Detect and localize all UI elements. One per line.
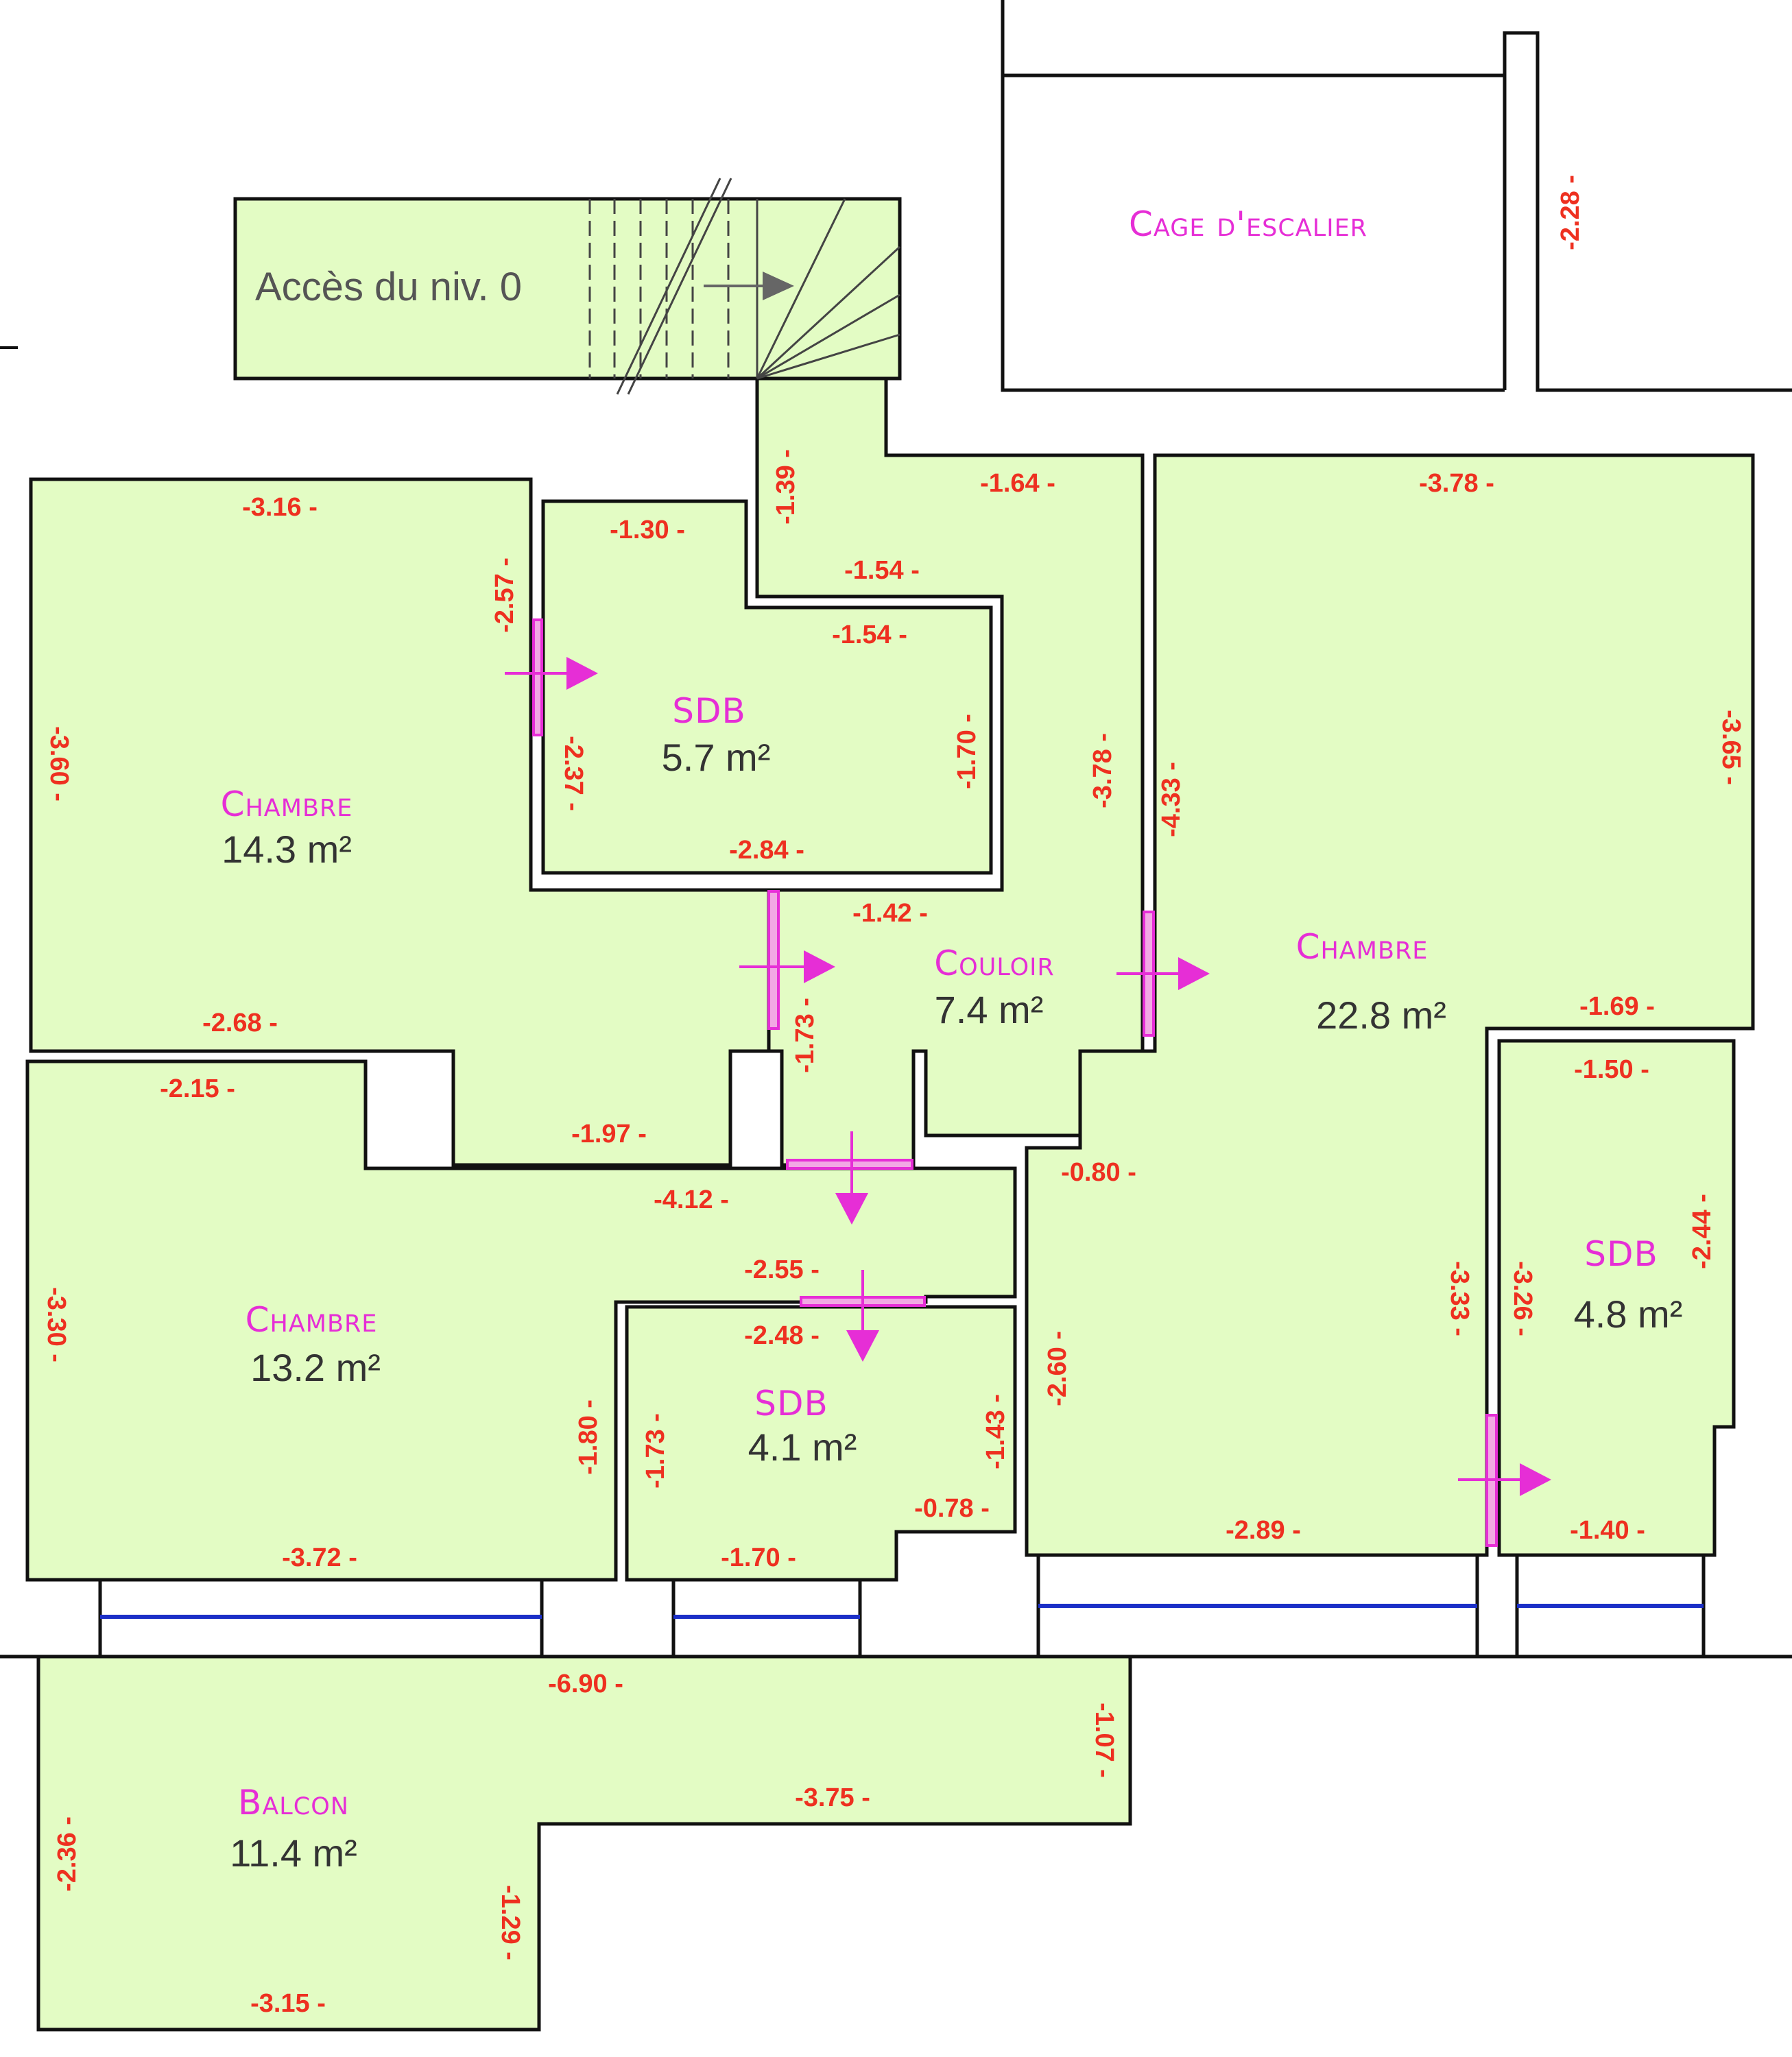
building-outline-top	[1001, 0, 1507, 390]
chambre-ne-name: Chambre	[1296, 927, 1429, 967]
dim-130: -1.30 -	[610, 516, 685, 544]
door-chambre-ne-sdb[interactable]	[1458, 1414, 1551, 1547]
dim-236: -2.36 -	[53, 1816, 82, 1892]
dim-268: -2.68 -	[202, 1009, 278, 1037]
sdb-east-area: 4.8 m²	[1574, 1292, 1683, 1336]
balcon-name: Balcon	[238, 1783, 349, 1823]
dim-169: -1.69 -	[1579, 992, 1655, 1021]
dim-215: -2.15 -	[160, 1074, 235, 1103]
door-chambre-sw-sdb[interactable]	[800, 1270, 926, 1362]
door-couloir-chambre-sw[interactable]	[786, 1131, 913, 1225]
dim-107: -1.07 -	[1090, 1703, 1119, 1778]
dim-378-side: -3.78 -	[1088, 733, 1117, 808]
door-couloir-chambre-ne[interactable]	[1116, 911, 1210, 1037]
dim-289: -2.89 -	[1226, 1516, 1301, 1545]
cage-name: Cage d'escalier	[1129, 204, 1367, 244]
sdb-center-area: 4.1 m²	[748, 1426, 857, 1469]
dim-080: -0.80 -	[1061, 1158, 1136, 1187]
chambre-nw-area: 14.3 m²	[222, 828, 352, 871]
room-couloir	[755, 376, 1145, 1167]
dim-326: -3.26 -	[1508, 1261, 1537, 1336]
chambre-sw-area: 13.2 m²	[250, 1346, 381, 1389]
dim-140: -1.40 -	[1570, 1516, 1645, 1545]
room-sdb-north	[541, 499, 993, 875]
dim-378-top: -3.78 -	[1419, 469, 1494, 498]
dim-129: -1.29 -	[496, 1885, 525, 1960]
dim-228: -2.28 -	[1556, 175, 1585, 250]
door-chambre-nw-couloir[interactable]	[739, 890, 835, 1030]
dim-284: -2.84 -	[729, 836, 804, 865]
room-balcon	[36, 1655, 1132, 2032]
cage-outline	[1001, 75, 1505, 392]
dim-173-a: -1.73 -	[791, 998, 820, 1073]
couloir-area: 7.4 m²	[935, 988, 1044, 1031]
dim-690: -6.90 -	[548, 1670, 623, 1698]
dim-372: -3.72 -	[282, 1543, 357, 1572]
room-sdb-center	[625, 1305, 1017, 1582]
room-chambre-nw	[29, 477, 771, 1167]
balcon-area: 11.4 m²	[230, 1831, 357, 1875]
dim-173-b: -1.73 -	[641, 1413, 670, 1489]
dim-316: -3.16 -	[242, 493, 318, 522]
dim-078: -0.78 -	[914, 1494, 990, 1523]
dim-197: -1.97 -	[571, 1120, 647, 1148]
dim-257: -2.57 -	[490, 557, 519, 633]
dim-170-a: -1.70 -	[953, 714, 981, 789]
chambre-nw-name: Chambre	[221, 784, 353, 824]
room-sdb-east	[1497, 1039, 1736, 1557]
sdb-center-name: SDB	[754, 1384, 828, 1423]
dim-365: -3.65 -	[1717, 710, 1745, 785]
dim-154-b: -1.54 -	[832, 621, 907, 649]
chambre-sw-name: Chambre	[246, 1300, 378, 1340]
room-chambre-ne	[1025, 453, 1755, 1557]
sdb-north-area: 5.7 m²	[662, 736, 771, 779]
dim-333: -3.33 -	[1445, 1261, 1474, 1336]
sdb-east-name: SDB	[1584, 1234, 1658, 1274]
access-label: Accès du niv. 0	[255, 265, 522, 309]
door-chambre-nw-sdb[interactable]	[505, 618, 598, 736]
dim-244: -2.44 -	[1688, 1194, 1717, 1269]
dim-237: -2.37 -	[559, 736, 588, 811]
dim-164: -1.64 -	[980, 469, 1055, 498]
dim-255: -2.55 -	[744, 1255, 820, 1284]
dim-143: -1.43 -	[981, 1394, 1010, 1469]
couloir-name: Couloir	[934, 943, 1055, 983]
sdb-north-name: SDB	[672, 691, 746, 731]
dim-260: -2.60 -	[1043, 1331, 1072, 1406]
dim-433: -4.33 -	[1157, 762, 1186, 837]
dim-170-b: -1.70 -	[721, 1543, 796, 1572]
dim-150: -1.50 -	[1574, 1055, 1649, 1084]
dim-330: -3.30 -	[42, 1287, 71, 1362]
dim-360: -3.60 -	[45, 726, 73, 802]
dim-139: -1.39 -	[772, 449, 800, 525]
dim-315: -3.15 -	[250, 1989, 326, 2018]
dim-412: -4.12 -	[654, 1186, 729, 1214]
dim-375: -3.75 -	[795, 1783, 870, 1812]
stairs	[588, 178, 901, 395]
dim-248: -2.48 -	[744, 1321, 820, 1350]
dim-154-a: -1.54 -	[844, 556, 920, 585]
wall-column	[1503, 31, 1792, 392]
chambre-ne-area: 22.8 m²	[1316, 994, 1446, 1037]
dim-180: -1.80 -	[574, 1399, 603, 1475]
dim-142: -1.42 -	[852, 899, 928, 928]
